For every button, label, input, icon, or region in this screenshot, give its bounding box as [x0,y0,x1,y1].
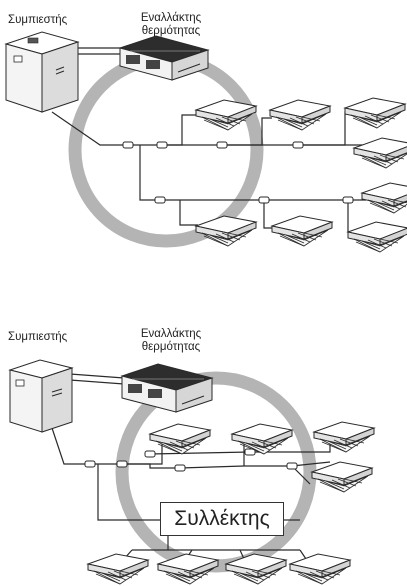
branch-joint [144,450,156,458]
bottom-exchanger-label-line1: Εναλλάκτης [140,328,202,340]
branch-joint [174,464,186,472]
ceiling-cassette-unit [231,423,293,455]
bottom-refrigerant-ring [115,371,317,573]
branch-joint [154,196,166,204]
branch-joint [122,141,134,149]
top-branch-joints [122,141,354,204]
branch-joint [116,460,128,468]
ceiling-cassette-unit [353,137,407,169]
branch-joint [258,196,270,204]
branch-joint [286,462,298,470]
ceiling-cassette-unit [289,553,351,585]
branch-joint [216,141,228,149]
branch-joint [156,141,168,149]
ceiling-cassette-unit [313,421,375,453]
top-compressor-unit [4,31,80,113]
top-exchanger-label-line2: θερμότητας [141,25,201,37]
ceiling-cassette-unit [195,215,257,247]
bottom-heat-exchanger-unit [120,363,214,413]
branch-joint [292,141,304,149]
ceiling-cassette-unit [347,221,407,253]
top-indoor-units [195,97,407,253]
ceiling-cassette-unit [271,215,333,247]
top-compressor-label: Συμπιεστής [8,14,68,26]
ceiling-cassette-unit [361,182,407,214]
collector-label: Συλλέκτης [174,507,270,530]
top-diagram [4,31,407,253]
collector-box: Συλλέκτης [160,502,284,536]
ceiling-cassette-unit [344,97,406,129]
bottom-compressor-label: Συμπιεστής [8,331,68,343]
branch-joint [84,460,96,468]
top-exchanger-label-line1: Εναλλάκτης [140,12,202,24]
top-refrigerant-ring [68,52,264,248]
bottom-compressor-unit [8,359,74,433]
ceiling-cassette-unit [87,553,149,585]
ceiling-cassette-unit [149,423,211,455]
branch-joint [342,196,354,204]
ceiling-cassette-unit [269,99,331,131]
ceiling-cassette-unit [311,461,373,493]
top-heat-exchanger-unit [118,35,210,81]
bottom-diagram [8,359,375,585]
bottom-exchanger-label-line2: θερμότητας [141,341,201,353]
